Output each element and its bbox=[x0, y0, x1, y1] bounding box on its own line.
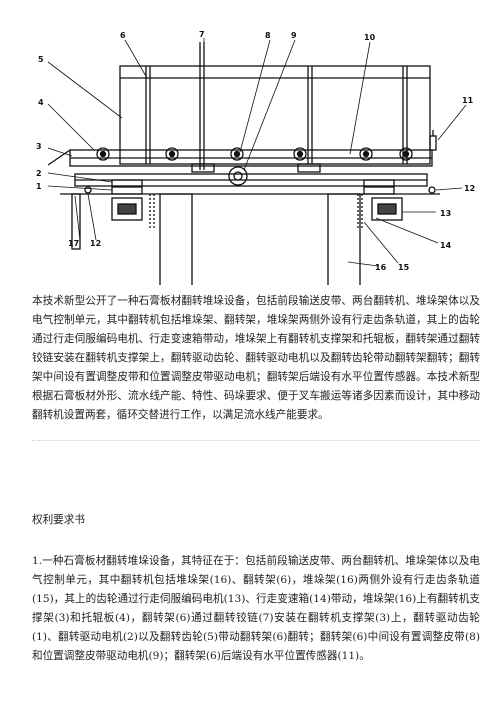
stacking-frame-leg bbox=[159, 193, 193, 285]
label-5: 5 bbox=[38, 55, 44, 64]
roller bbox=[293, 147, 307, 161]
roller bbox=[96, 147, 110, 161]
label-12-left: 12 bbox=[90, 239, 101, 248]
label-4: 4 bbox=[38, 98, 44, 107]
label-11: 11 bbox=[462, 96, 474, 105]
claims-heading: 权利要求书 bbox=[32, 514, 85, 526]
label-10: 10 bbox=[364, 33, 376, 42]
claim-1-paragraph: 1.一种石膏板材翻转堆垛设备，其特征在于：包括前段输送皮带、两台翻转机、堆垛架体… bbox=[32, 555, 480, 662]
roller bbox=[230, 147, 244, 161]
label-14: 14 bbox=[440, 241, 452, 250]
label-12: 12 bbox=[464, 184, 475, 193]
label-2: 2 bbox=[36, 169, 42, 178]
roller bbox=[359, 147, 373, 161]
label-13: 13 bbox=[440, 209, 451, 218]
abstract-paragraph: 本技术新型公开了一种石膏板材翻转堆垛设备，包括前段输送皮带、两台翻转机、堆垛架体… bbox=[32, 295, 480, 421]
label-15: 15 bbox=[398, 263, 410, 272]
patent-figure: 1 2 3 4 5 6 7 8 9 10 11 12 13 14 15 16 1… bbox=[36, 30, 475, 285]
stacking-frame-leg bbox=[327, 193, 361, 285]
label-1: 1 bbox=[36, 182, 42, 191]
label-7: 7 bbox=[199, 30, 205, 39]
turnover-frame bbox=[119, 65, 431, 165]
section-divider bbox=[32, 440, 480, 441]
label-8: 8 bbox=[265, 31, 271, 40]
figure-labels: 1 2 3 4 5 6 7 8 9 10 11 12 13 14 15 16 1… bbox=[36, 30, 475, 272]
machine-drawing bbox=[47, 42, 440, 285]
leader-lines bbox=[47, 38, 467, 267]
label-6: 6 bbox=[120, 31, 126, 40]
label-17: 17 bbox=[68, 239, 79, 248]
label-3: 3 bbox=[36, 142, 42, 151]
label-9: 9 bbox=[291, 31, 297, 40]
roller bbox=[165, 147, 179, 161]
belt-motor bbox=[228, 166, 248, 186]
label-16: 16 bbox=[375, 263, 387, 272]
roller bbox=[399, 147, 413, 161]
